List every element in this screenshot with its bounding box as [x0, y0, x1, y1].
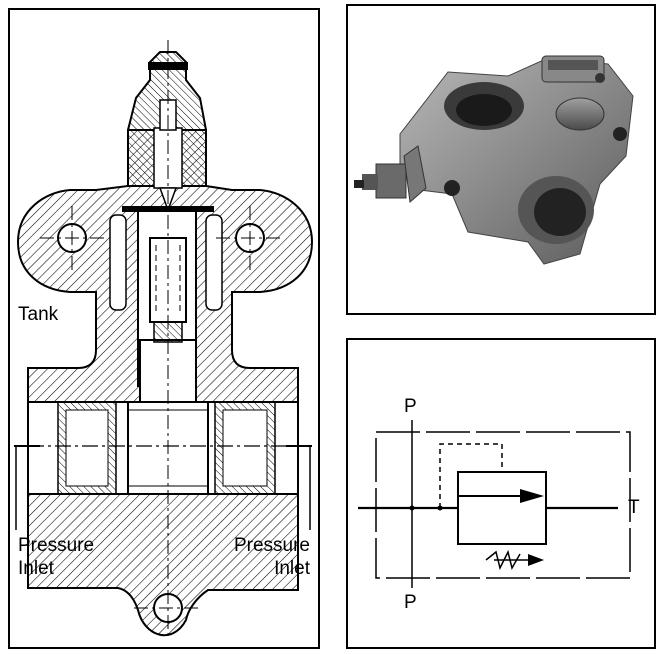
- pressure-inlet-right-line1: Pressure: [233, 535, 310, 556]
- hydraulic-schematic-symbol: [358, 420, 631, 588]
- tank-passage-left: [109, 214, 127, 311]
- pressure-inlet-left-line1: Pressure: [18, 535, 95, 556]
- pressure-inlet-left-line2: Inlet: [18, 558, 54, 579]
- tank-passage-right: [205, 214, 223, 311]
- tank-label: Tank: [18, 304, 59, 325]
- valve-photo-illustration: [354, 55, 634, 265]
- pressure-inlet-right-line2: Inlet: [274, 558, 310, 579]
- valve-cross-section-drawing: [14, 40, 314, 640]
- port-p-bottom-label: P: [404, 592, 417, 613]
- valve-photo-panel: [346, 4, 656, 315]
- port-p-top-label: P: [404, 396, 417, 417]
- hydraulic-symbol-panel: P P T: [346, 338, 656, 649]
- sectional-view-panel: Tank Pressure Inlet Pressure Inlet: [8, 8, 320, 649]
- port-t-label: T: [628, 497, 640, 518]
